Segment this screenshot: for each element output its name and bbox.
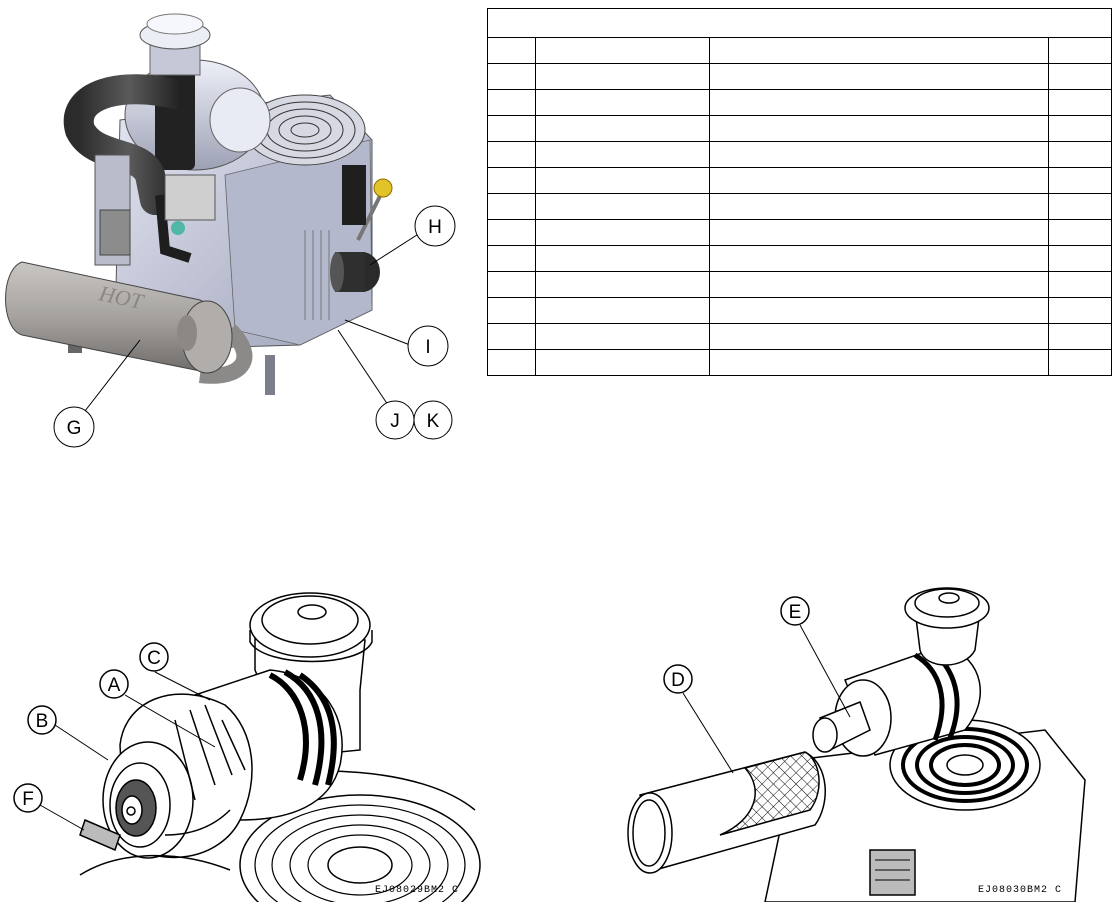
table-row bbox=[487, 89, 1112, 116]
callout-g: G bbox=[53, 406, 95, 448]
table-row bbox=[487, 271, 1112, 298]
callout-d: D bbox=[663, 664, 693, 694]
table-cell bbox=[535, 167, 710, 194]
table-cell bbox=[1048, 193, 1112, 220]
table-row bbox=[487, 349, 1112, 376]
table-cell bbox=[535, 89, 710, 116]
table-cell bbox=[1048, 323, 1112, 350]
table-cell bbox=[709, 89, 1049, 116]
table-cell bbox=[1048, 141, 1112, 168]
figure-code: EJ08030BM2 C bbox=[978, 885, 1062, 896]
callout-c: C bbox=[139, 642, 169, 672]
table-cell bbox=[535, 63, 710, 90]
callout-c-label: C bbox=[147, 648, 161, 669]
table-row bbox=[487, 193, 1112, 220]
table-cell bbox=[709, 193, 1049, 220]
table-cell bbox=[487, 167, 536, 194]
table-cell bbox=[709, 245, 1049, 272]
table-cell bbox=[535, 219, 710, 246]
header-cell bbox=[487, 37, 536, 64]
table-header-row bbox=[487, 37, 1112, 64]
table-cell bbox=[1048, 63, 1112, 90]
table-cell bbox=[1048, 89, 1112, 116]
table-row bbox=[487, 115, 1112, 142]
table-cell bbox=[709, 63, 1049, 90]
header-cell bbox=[709, 37, 1049, 64]
table-row bbox=[487, 141, 1112, 168]
header-cell bbox=[535, 37, 710, 64]
table-cell bbox=[709, 141, 1049, 168]
table-cell bbox=[709, 167, 1049, 194]
header-cell bbox=[1048, 37, 1112, 64]
table-cell bbox=[535, 323, 710, 350]
table-cell bbox=[487, 297, 536, 324]
table-cell bbox=[487, 323, 536, 350]
table-cell bbox=[535, 297, 710, 324]
figure-code: EJ08029BM2 C bbox=[375, 885, 459, 896]
table-cell bbox=[709, 115, 1049, 142]
table-cell bbox=[709, 271, 1049, 298]
air-cleaner-exploded-illustration: D E EJ08030BM2 C bbox=[627, 587, 1086, 902]
table-cell bbox=[487, 115, 536, 142]
callout-e: E bbox=[780, 596, 810, 626]
table-cell bbox=[535, 141, 710, 168]
table-cell bbox=[709, 297, 1049, 324]
table-row bbox=[487, 297, 1112, 324]
callout-g-label: G bbox=[67, 418, 82, 439]
table-cell bbox=[487, 193, 536, 220]
callout-i-label: I bbox=[425, 337, 430, 358]
parts-table bbox=[487, 8, 1112, 376]
table-cell bbox=[709, 219, 1049, 246]
engine-illustration: HOT G H I J K bbox=[5, 13, 456, 448]
callout-b-label: B bbox=[36, 711, 49, 732]
callout-b: B bbox=[27, 705, 57, 735]
callout-a-label: A bbox=[108, 675, 121, 696]
table-cell bbox=[487, 219, 536, 246]
callout-j-label: J bbox=[390, 411, 400, 432]
table-cell bbox=[709, 323, 1049, 350]
table-cell bbox=[535, 349, 710, 376]
callout-k: K bbox=[413, 400, 453, 440]
air-cleaner-assembled-illustration: C A B F EJ08029BM2 C bbox=[13, 592, 481, 902]
table-row bbox=[487, 245, 1112, 272]
table-cell bbox=[487, 89, 536, 116]
table-cell bbox=[535, 193, 710, 220]
table-cell bbox=[1048, 219, 1112, 246]
callout-i: I bbox=[407, 325, 449, 367]
callout-d-label: D bbox=[671, 670, 685, 691]
table-cell bbox=[487, 141, 536, 168]
table-cell bbox=[1048, 349, 1112, 376]
table-cell bbox=[1048, 297, 1112, 324]
table-cell bbox=[535, 271, 710, 298]
table-title bbox=[487, 8, 1112, 38]
table-cell bbox=[709, 349, 1049, 376]
callout-a: A bbox=[99, 669, 129, 699]
callout-f-label: F bbox=[22, 789, 34, 810]
callout-h-label: H bbox=[428, 217, 442, 238]
callout-f: F bbox=[13, 783, 43, 813]
table-cell bbox=[535, 115, 710, 142]
callout-k-label: K bbox=[427, 411, 440, 432]
table-row bbox=[487, 323, 1112, 350]
table-title-row bbox=[487, 8, 1112, 38]
table-cell bbox=[1048, 167, 1112, 194]
table-cell bbox=[487, 271, 536, 298]
table-row bbox=[487, 167, 1112, 194]
callout-h: H bbox=[414, 205, 456, 247]
table-cell bbox=[1048, 245, 1112, 272]
table-row bbox=[487, 63, 1112, 90]
table-cell bbox=[1048, 115, 1112, 142]
table-cell bbox=[1048, 271, 1112, 298]
table-cell bbox=[487, 245, 536, 272]
callout-e-label: E bbox=[789, 602, 802, 623]
table-cell bbox=[487, 349, 536, 376]
table-cell bbox=[487, 63, 536, 90]
table-row bbox=[487, 219, 1112, 246]
table-cell bbox=[535, 245, 710, 272]
callout-j: J bbox=[375, 400, 415, 440]
